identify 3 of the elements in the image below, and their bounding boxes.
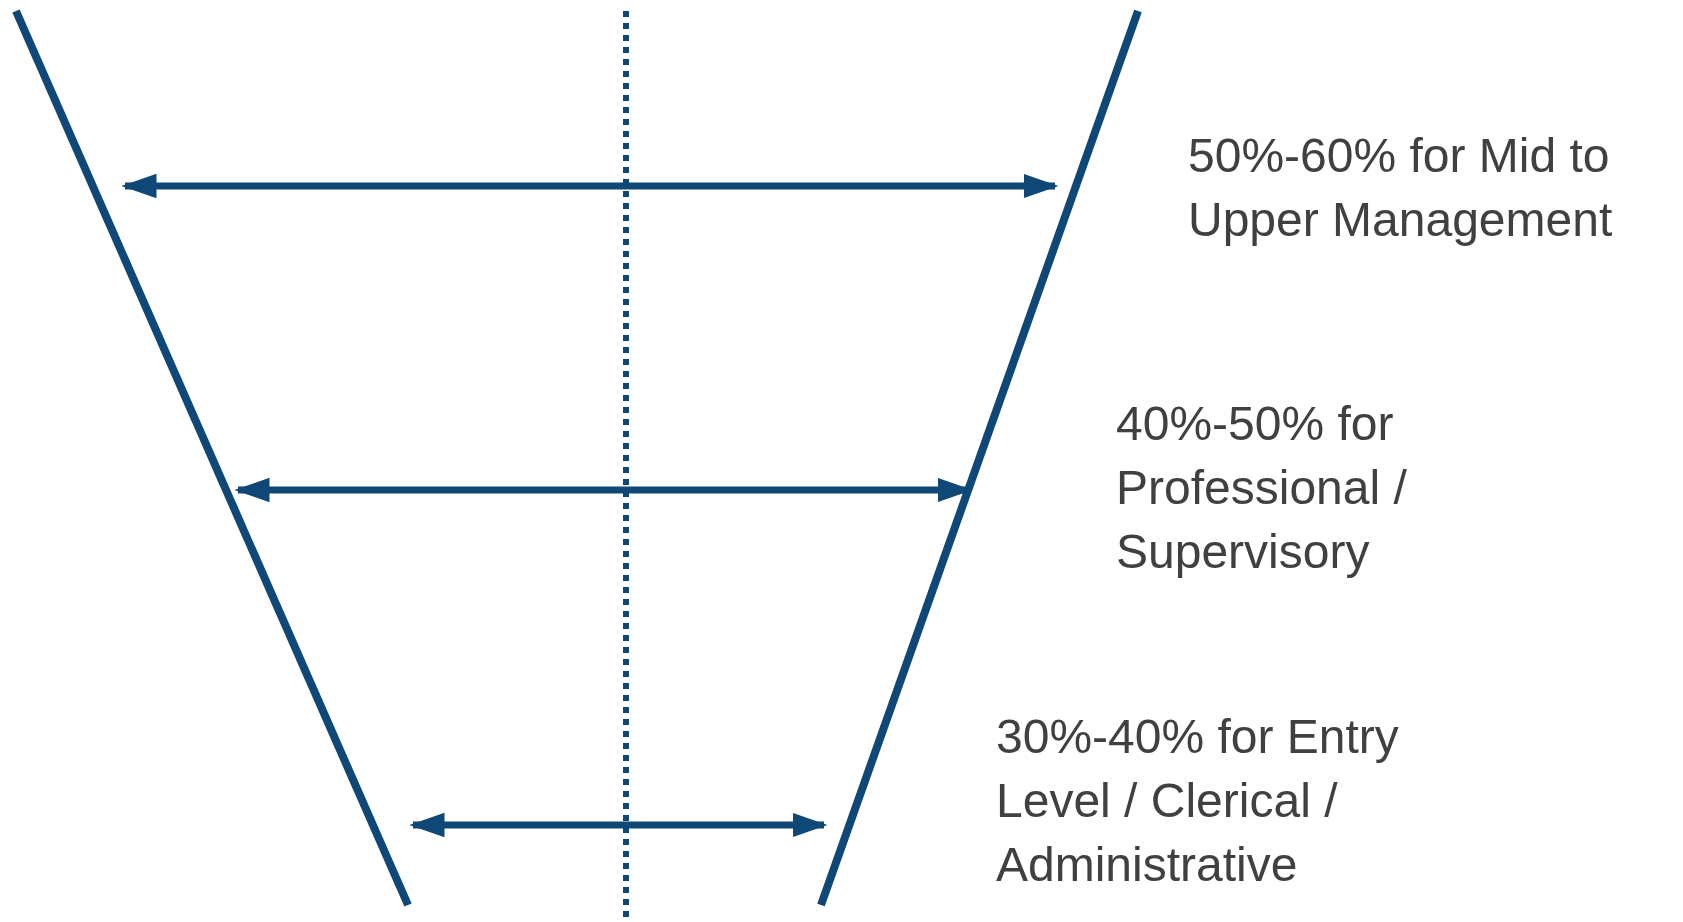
range-label: 30%-40% for Entry Level / Clerical / Administrative <box>996 709 1400 893</box>
range-label: 40%-50% for Professional / Supervisory <box>1116 396 1408 580</box>
range-label: 50%-60% for Mid to Upper Management <box>1188 128 1614 248</box>
